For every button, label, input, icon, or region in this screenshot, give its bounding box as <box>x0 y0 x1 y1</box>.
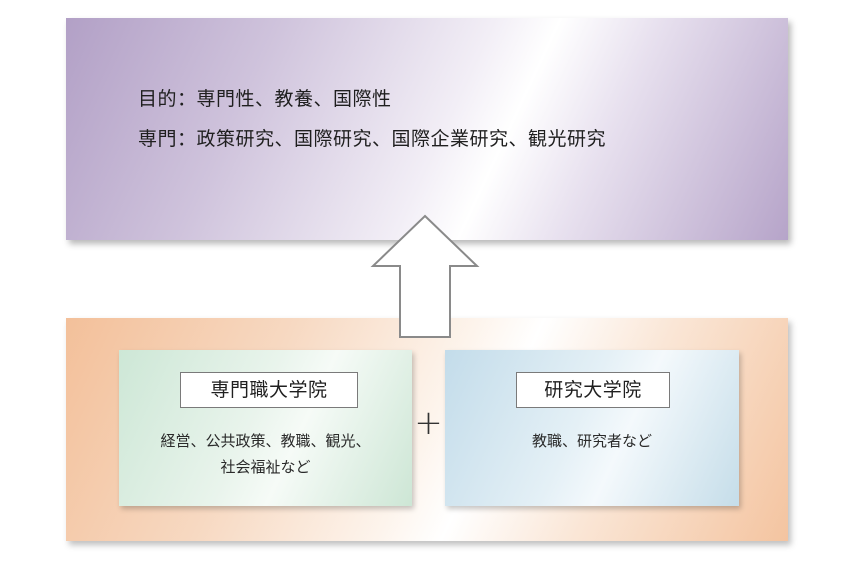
plus-sign: + <box>414 403 443 443</box>
professional-desc-line1: 経営、公共政策、教職、観光、 <box>160 432 371 450</box>
professional-graduate-school-desc: 経営、公共政策、教職、観光、 社会福祉など <box>119 428 412 480</box>
professional-graduate-school-card: 専門職大学院 経営、公共政策、教職、観光、 社会福祉など <box>119 350 412 506</box>
professional-graduate-school-title: 専門職大学院 <box>180 372 358 408</box>
research-graduate-school-card: 研究大学院 教職、研究者など <box>445 350 739 506</box>
research-graduate-school-desc: 教職、研究者など <box>445 428 739 454</box>
up-arrow-icon <box>370 214 480 338</box>
goal-box: 目的：専門性、教養、国際性 専門：政策研究、国際研究、国際企業研究、観光研究 <box>66 18 788 240</box>
research-desc-line1: 教職、研究者など <box>531 432 652 450</box>
goal-text: 目的：専門性、教養、国際性 <box>138 88 392 110</box>
specialty-text: 専門：政策研究、国際研究、国際企業研究、観光研究 <box>138 128 607 150</box>
graduate-school-box: 専門職大学院 経営、公共政策、教職、観光、 社会福祉など + 研究大学院 教職、… <box>66 318 788 541</box>
professional-desc-line2: 社会福祉など <box>220 458 311 476</box>
research-graduate-school-title: 研究大学院 <box>516 372 670 408</box>
